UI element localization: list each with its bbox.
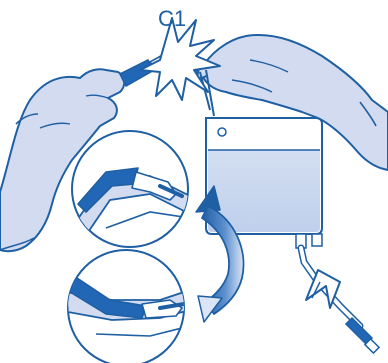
bag-hanger-hole bbox=[218, 128, 226, 136]
detail-circle-bent-down bbox=[66, 250, 190, 363]
step-label: C1 bbox=[158, 6, 186, 31]
iv-tubing bbox=[301, 248, 379, 353]
tube-connector bbox=[346, 318, 379, 353]
detail-circle-bent-up bbox=[70, 131, 190, 247]
